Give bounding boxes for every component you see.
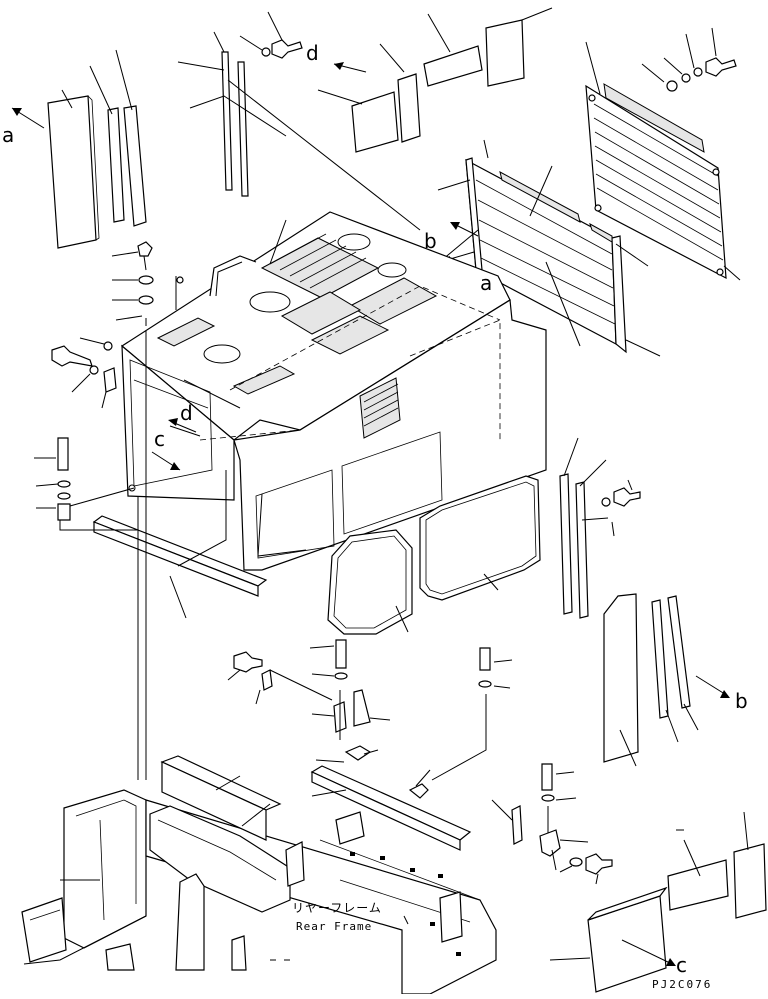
frame-foot [105, 943, 135, 971]
mid-hardware [227, 639, 577, 850]
hood-handle [209, 255, 257, 297]
pad-group-d-top [317, 7, 553, 153]
support-rail [310, 765, 613, 885]
seal-strip [221, 51, 233, 191]
bolt [541, 763, 553, 791]
window-seals [327, 475, 541, 635]
insulation-pad [397, 73, 421, 143]
left-hardware [34, 241, 154, 521]
hood-front-side [233, 298, 547, 571]
frame-bracket [21, 897, 67, 963]
cross-beam [92, 470, 268, 619]
bracket [511, 805, 523, 845]
pad-group-c-bottom [549, 811, 767, 993]
seal-strip [237, 61, 249, 197]
pad-group-a-left [11, 49, 147, 249]
bolt [51, 345, 93, 367]
callout-d-top: d [306, 41, 319, 65]
assembly-guide-lines [59, 330, 147, 780]
vertical-strips-top [177, 11, 421, 231]
seal-strip [123, 105, 147, 227]
bolt [613, 487, 641, 507]
rear-frame [21, 755, 497, 995]
frame-counterweight-mount [149, 805, 291, 913]
insulation-pad [351, 91, 399, 153]
insulation-pad [733, 843, 767, 919]
bolt [705, 57, 737, 77]
seal-strip [559, 473, 573, 615]
bolt [57, 437, 69, 471]
bolt [271, 39, 303, 59]
bracket [539, 829, 561, 857]
seal-ring [327, 529, 413, 635]
bracket [103, 367, 117, 393]
rear-frame-label-jp: リヤーフレーム [292, 901, 382, 915]
drawing-code: PJ2C076 [652, 978, 712, 991]
callout-b-top: b [424, 229, 437, 253]
rail [310, 765, 472, 841]
rear-frame-label-en: Rear Frame [296, 920, 372, 933]
callout-a-right: a [480, 271, 492, 295]
insulation-pad [603, 593, 639, 763]
bolt [479, 647, 491, 671]
beam [92, 515, 268, 587]
engine-hood [120, 211, 547, 571]
seal-strip [667, 595, 691, 709]
bolt-head [137, 241, 153, 257]
callout-b-right: b [735, 689, 748, 713]
bracket [353, 689, 371, 727]
insulation-pad [485, 19, 525, 87]
seal-strip [107, 107, 125, 223]
insulation-pad [47, 95, 97, 249]
callout-labels: a a b b c c d d [2, 41, 748, 977]
insulation-pad [423, 45, 483, 87]
louver-panel-front [309, 139, 661, 371]
spacer [57, 503, 71, 521]
hood-left-side [121, 344, 235, 501]
seal-strip [575, 481, 589, 619]
bolt [233, 651, 263, 673]
callout-c-bottom: c [676, 953, 687, 977]
bolt [585, 853, 613, 875]
frame-post [175, 873, 205, 971]
washer [261, 669, 273, 691]
frame-left-plate [63, 789, 147, 949]
louver-panel-rear [585, 27, 741, 281]
seal-strip [651, 599, 669, 719]
callout-a-left: a [2, 123, 14, 147]
bolt [335, 639, 347, 669]
callout-d-left: d [180, 401, 193, 425]
pad-group-b-right [559, 437, 730, 767]
callout-c-left: c [154, 427, 165, 451]
insulation-pad [667, 859, 729, 911]
